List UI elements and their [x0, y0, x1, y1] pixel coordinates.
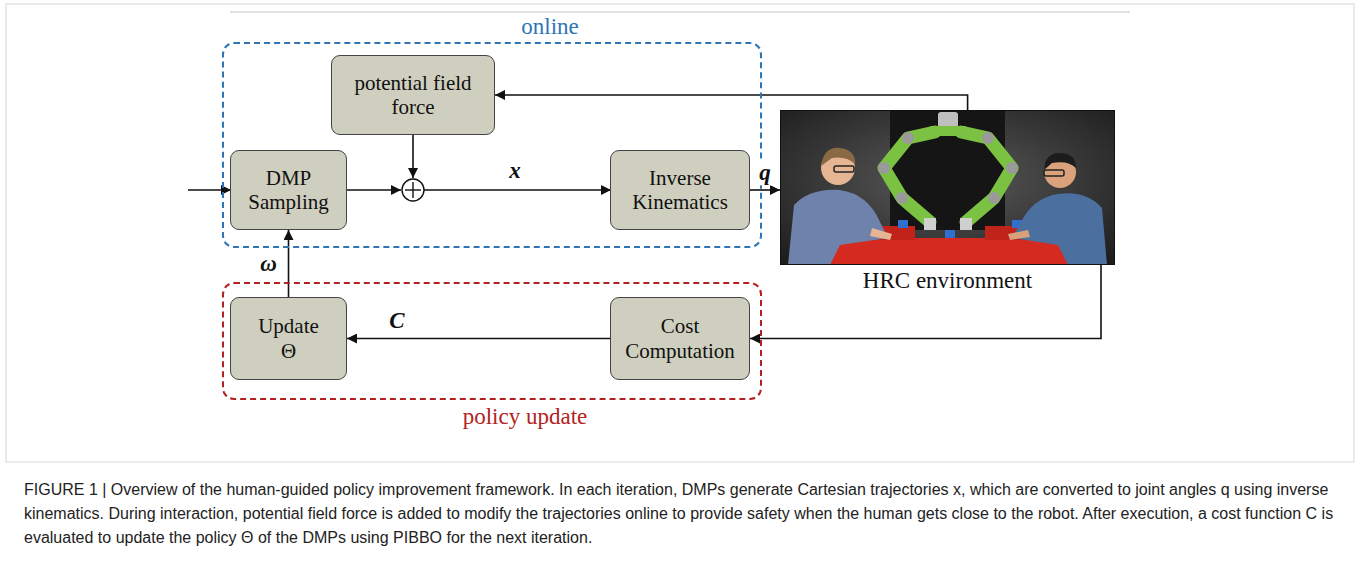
box-label: Update Θ	[251, 314, 326, 362]
sum-output-arrow	[424, 189, 611, 191]
policy-update-region: policy updateUpdate ΘCost Computation	[222, 282, 762, 400]
signal-label: ω	[258, 251, 279, 276]
figure-frame	[6, 4, 1354, 462]
heading-holder: policy update	[257, 404, 793, 430]
person-left-glasses	[834, 166, 854, 172]
hrc-photo	[780, 110, 1115, 265]
flow-arrow	[347, 338, 610, 340]
block	[945, 230, 955, 238]
robot-joint	[982, 132, 994, 144]
input-arrow	[188, 189, 231, 191]
signal-label: C	[387, 308, 406, 333]
heading-holder: online	[282, 14, 818, 40]
block	[898, 220, 908, 228]
flow-arrow	[750, 189, 780, 191]
flow-arrow	[750, 265, 1101, 339]
robot-gripper	[924, 218, 936, 230]
process-box: Inverse Kinematics	[610, 150, 750, 230]
sum-input-arrow	[412, 135, 414, 178]
flow-arrow	[288, 230, 290, 297]
person-right-hand	[1008, 230, 1030, 240]
person-right-hair	[1044, 153, 1076, 170]
person-left-hand	[870, 228, 892, 240]
sum-input-arrow	[345, 189, 401, 191]
person-left-hair	[821, 148, 855, 166]
signal-label: q	[757, 160, 773, 185]
sum-junction	[412, 182, 413, 198]
figure-caption: FIGURE 1 | Overview of the human-guided …	[24, 478, 1336, 550]
robot-arm	[884, 132, 935, 222]
robot-gripper	[960, 218, 972, 230]
sum-junction	[402, 179, 424, 201]
box-label: Inverse Kinematics	[619, 166, 741, 214]
top-rule	[230, 12, 1130, 13]
person-right	[1012, 193, 1107, 265]
robot-head	[938, 112, 958, 128]
flow-arrow	[495, 95, 968, 110]
person-right-glasses	[1044, 170, 1064, 176]
person-left	[788, 190, 888, 265]
heading-holder: HRC environment	[781, 268, 1114, 294]
robot-backdrop	[890, 110, 1005, 230]
process-box: Update Θ	[230, 297, 347, 380]
process-box: potential field force	[331, 55, 495, 135]
online-region: onlinepotential field forceDMP SamplingI…	[222, 42, 762, 248]
environment-heading: HRC environment	[863, 268, 1032, 294]
box-label: DMP Sampling	[239, 166, 338, 214]
robot-arm	[961, 132, 1012, 222]
box-label: Cost Computation	[619, 314, 741, 362]
robot-joint	[1006, 162, 1018, 174]
region-heading: policy update	[463, 404, 588, 430]
robot-joint	[902, 132, 914, 144]
process-box: Cost Computation	[610, 297, 750, 380]
environment-photo: HRC environment	[780, 110, 1115, 265]
box-label: potential field force	[340, 71, 486, 119]
photo-background	[780, 110, 1115, 265]
robot-joint	[988, 192, 1000, 204]
robot-joint	[878, 162, 890, 174]
region-heading: online	[521, 14, 579, 40]
robot-joint	[896, 192, 908, 204]
signal-label: x	[507, 158, 523, 183]
process-box: DMP Sampling	[230, 150, 347, 230]
